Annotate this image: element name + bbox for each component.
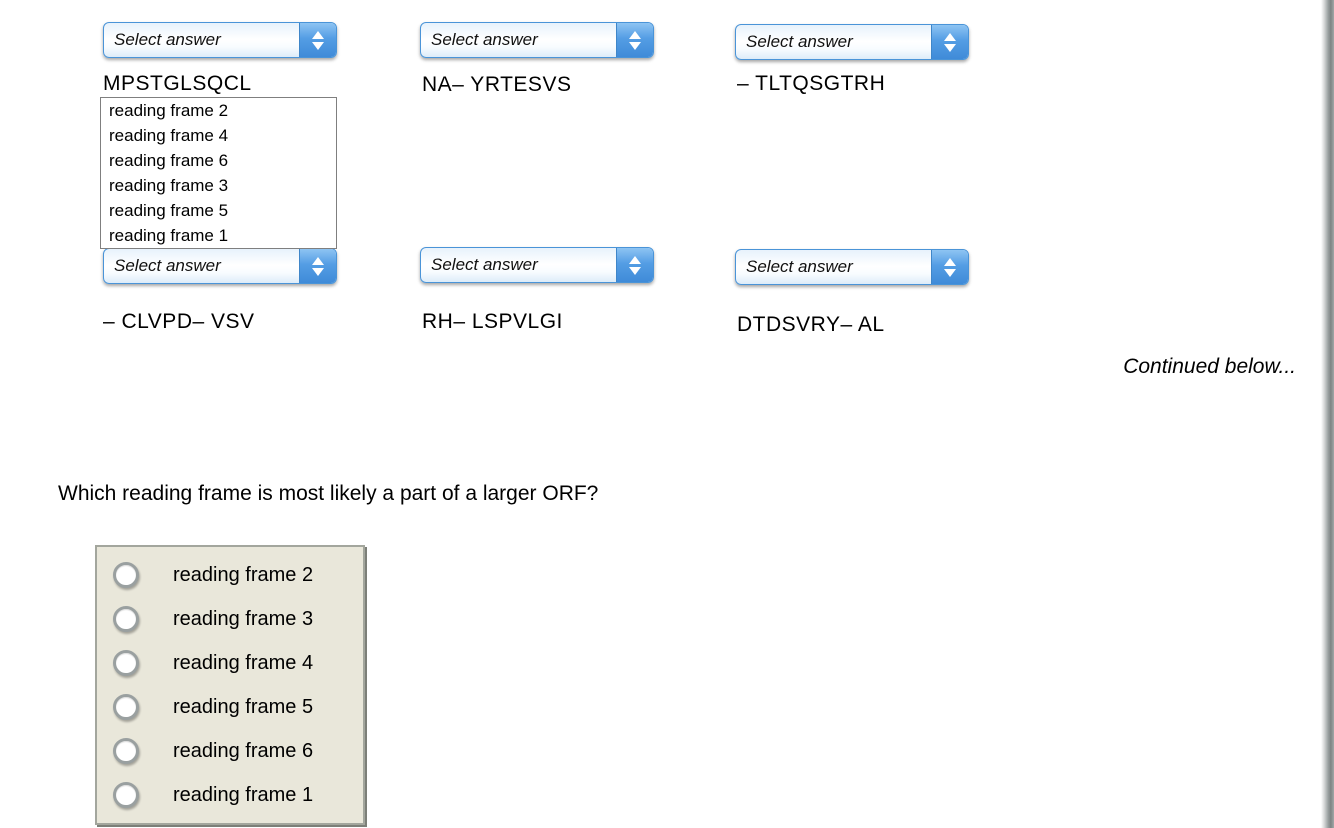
- down-arrow-icon: [629, 41, 641, 50]
- radio-option-1[interactable]: reading frame 2: [97, 562, 363, 588]
- dropdown-placeholder: Select answer: [746, 32, 853, 51]
- dropdown-option[interactable]: reading frame 3: [109, 176, 229, 195]
- select-answer-dropdown-6[interactable]: Select answer: [735, 249, 969, 285]
- radio-button-icon[interactable]: [113, 562, 139, 588]
- radio-button-icon[interactable]: [113, 606, 139, 632]
- select-answer-dropdown-1[interactable]: Select answer: [103, 22, 337, 58]
- dropdown-placeholder: Select answer: [114, 256, 221, 275]
- up-arrow-icon: [629, 30, 641, 39]
- radio-option-label: reading frame 4: [173, 651, 314, 674]
- up-arrow-icon: [629, 255, 641, 264]
- radio-group: reading frame 2 reading frame 3 reading …: [95, 545, 365, 825]
- peptide-sequence-2: NA– YRTESVS: [422, 73, 572, 96]
- peptide-sequence-4: – CLVPD– VSV: [103, 310, 255, 333]
- radio-option-5[interactable]: reading frame 6: [97, 738, 363, 764]
- up-arrow-icon: [944, 257, 956, 266]
- dropdown-option[interactable]: reading frame 5: [109, 201, 229, 220]
- vertical-scrollbar[interactable]: [1321, 0, 1334, 828]
- down-arrow-icon: [312, 267, 324, 276]
- radio-option-3[interactable]: reading frame 4: [97, 650, 363, 676]
- dropdown-option[interactable]: reading frame 2: [109, 101, 229, 120]
- radio-option-label: reading frame 1: [173, 783, 314, 806]
- radio-button-icon[interactable]: [113, 738, 139, 764]
- peptide-sequence-1: MPSTGLSQCL: [103, 72, 252, 95]
- peptide-sequence-3: – TLTQSGTRH: [737, 72, 886, 95]
- dropdown-spinner-icon[interactable]: [931, 25, 968, 59]
- down-arrow-icon: [944, 268, 956, 277]
- dropdown-placeholder: Select answer: [431, 255, 538, 274]
- dropdown-placeholder: Select answer: [114, 30, 221, 49]
- radio-option-4[interactable]: reading frame 5: [97, 694, 363, 720]
- dropdown-option[interactable]: reading frame 4: [109, 126, 229, 145]
- radio-option-label: reading frame 6: [173, 739, 314, 762]
- dropdown-spinner-icon[interactable]: [931, 250, 968, 284]
- peptide-sequence-5: RH– LSPVLGI: [422, 310, 563, 333]
- dropdown-spinner-icon[interactable]: [299, 23, 336, 57]
- continued-below-note: Continued below...: [1123, 355, 1296, 378]
- peptide-sequence-6: DTDSVRY– AL: [737, 313, 885, 336]
- dropdown-open-list: reading frame 2 reading frame 4 reading …: [100, 97, 337, 249]
- radio-button-icon[interactable]: [113, 694, 139, 720]
- question-text: Which reading frame is most likely a par…: [58, 482, 599, 505]
- dropdown-placeholder: Select answer: [431, 30, 538, 49]
- up-arrow-icon: [944, 32, 956, 41]
- radio-option-6[interactable]: reading frame 1: [97, 782, 363, 808]
- down-arrow-icon: [312, 41, 324, 50]
- radio-option-label: reading frame 3: [173, 607, 314, 630]
- select-answer-dropdown-2[interactable]: Select answer: [420, 22, 654, 58]
- dropdown-spinner-icon[interactable]: [616, 248, 653, 282]
- radio-button-icon[interactable]: [113, 650, 139, 676]
- select-answer-dropdown-3[interactable]: Select answer: [735, 24, 969, 60]
- radio-option-label: reading frame 2: [173, 563, 314, 586]
- radio-option-2[interactable]: reading frame 3: [97, 606, 363, 632]
- dropdown-option[interactable]: reading frame 6: [109, 151, 229, 170]
- up-arrow-icon: [312, 256, 324, 265]
- select-answer-dropdown-5[interactable]: Select answer: [420, 247, 654, 283]
- radio-button-icon[interactable]: [113, 782, 139, 808]
- down-arrow-icon: [944, 43, 956, 52]
- dropdown-spinner-icon[interactable]: [299, 249, 336, 283]
- radio-option-label: reading frame 5: [173, 695, 314, 718]
- down-arrow-icon: [629, 266, 641, 275]
- up-arrow-icon: [312, 30, 324, 39]
- select-answer-dropdown-4[interactable]: Select answer: [103, 248, 337, 284]
- dropdown-placeholder: Select answer: [746, 257, 853, 276]
- dropdown-option[interactable]: reading frame 1: [109, 226, 229, 245]
- dropdown-spinner-icon[interactable]: [616, 23, 653, 57]
